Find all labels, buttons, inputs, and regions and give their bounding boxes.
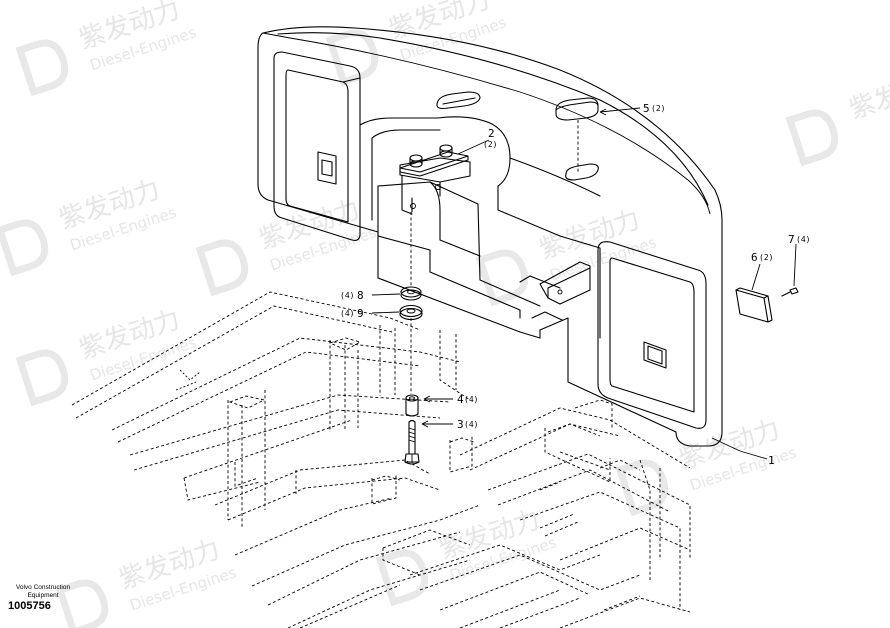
washer-9 — [399, 304, 423, 321]
callout-5-qty: (2) — [651, 104, 665, 113]
callout-8-number: 8 — [357, 289, 364, 302]
callout-3-qty: (4) — [464, 420, 478, 429]
callout-7-qty: (4) — [796, 235, 810, 244]
watermark-brand: 紫发动力 — [846, 65, 890, 126]
callout-2-qty: (2) — [483, 140, 497, 149]
document-number: 1005756 — [8, 600, 51, 612]
callout-6-qty: (2) — [759, 253, 773, 262]
callout-9-number: 9 — [357, 307, 364, 320]
callout-3-number: 3 — [457, 418, 464, 431]
callout-4-qty: (4) — [464, 395, 478, 404]
caption-line-1: Volvo Construction — [15, 584, 71, 591]
rubber-cap — [555, 97, 599, 121]
cover-plate — [735, 287, 773, 323]
callout-labels: 1 2 (2) 3 (4) 4 (4) 5 (2) 6 (2) 7 (4) (4… — [340, 102, 810, 467]
machine-frame-dashed — [71, 291, 691, 628]
callout-4-number: 4 — [457, 393, 464, 406]
callout-9-qty: (4) — [340, 309, 354, 318]
washer-8 — [400, 286, 422, 301]
bolt-3 — [404, 419, 420, 465]
callout-7-number: 7 — [788, 233, 795, 246]
callout-6-number: 6 — [751, 251, 758, 264]
manufacturer-caption: Volvo Construction Equipment — [8, 584, 78, 600]
caption-line-2: Equipment — [27, 592, 59, 599]
counterweight — [257, 26, 723, 447]
callout-2-number: 2 — [488, 127, 495, 140]
collar-4 — [405, 394, 419, 417]
callout-1-number: 1 — [768, 454, 775, 467]
callout-5-number: 5 — [643, 102, 650, 115]
leader-lines — [371, 107, 797, 460]
callout-8-qty: (4) — [340, 291, 354, 300]
screw — [781, 287, 799, 297]
bolt-plate — [399, 144, 469, 177]
assembly-lines — [410, 120, 579, 394]
